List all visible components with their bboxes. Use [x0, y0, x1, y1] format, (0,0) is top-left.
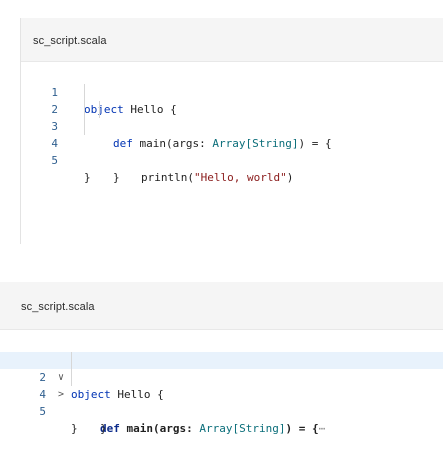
type-name: Array[String] [199, 422, 286, 435]
function-call: println( [141, 171, 194, 184]
code-line-4[interactable]: 4 } [21, 118, 443, 184]
close-brace: } [84, 171, 91, 184]
line-number: 2 [51, 103, 58, 116]
type-name: Array[String] [212, 137, 299, 150]
keyword-def: def [100, 422, 120, 435]
code-line-1[interactable]: 1 ∨ object Hello { [0, 335, 443, 401]
object-name: Hello { [123, 103, 177, 116]
code-line-2-folded[interactable]: 2 > def main(args: Array[String]) = {⋯ [0, 352, 443, 435]
indent-guide [84, 118, 85, 135]
line-number: 4 [51, 137, 58, 150]
close-brace: } [71, 422, 78, 435]
code-line-3[interactable]: 3 println("Hello, world") [21, 101, 443, 184]
paren-close: ) [286, 171, 294, 184]
code-area[interactable]: 1 object Hello { 2 def main(args: Array[… [21, 67, 443, 184]
indent-guide [71, 369, 72, 386]
code-area[interactable]: 1 ∨ object Hello { 2 > def main(args: Ar… [0, 335, 443, 435]
code-line-5[interactable]: 5 } [21, 135, 443, 184]
file-tab-title[interactable]: sc_script.scala [33, 35, 107, 47]
folded-ellipsis-icon[interactable]: ⋯ [318, 422, 326, 435]
code-line-2[interactable]: 2 def main(args: Array[String]) = { [21, 84, 443, 150]
file-tab-title[interactable]: sc_script.scala [21, 301, 95, 313]
code-line-5[interactable]: 5 } [0, 386, 443, 435]
line-number: 5 [51, 154, 58, 167]
close-brace: } [100, 422, 107, 435]
fold-collapsed-icon[interactable]: > [57, 389, 65, 400]
tab-bar: sc_script.scala [21, 18, 443, 62]
tab-bar: sc_script.scala [0, 282, 443, 330]
method-signature-end: ) = { [298, 137, 332, 150]
method-signature: main(args: [119, 422, 200, 435]
line-number: 2 [39, 371, 46, 384]
editor-panel-bottom: sc_script.scala 1 ∨ object Hello { 2 > d… [0, 282, 443, 461]
line-number: 1 [51, 86, 58, 99]
indent-guide [84, 84, 85, 101]
method-signature: main(args: [132, 137, 213, 150]
line-number: 3 [51, 120, 58, 133]
indent-guide [84, 101, 85, 118]
method-signature-end: ) = { [285, 422, 319, 435]
close-brace: } [113, 171, 120, 184]
line-number: 4 [39, 388, 46, 401]
keyword-object: object [71, 388, 111, 401]
keyword-def: def [113, 137, 133, 150]
fold-expanded-icon[interactable]: ∨ [57, 372, 65, 383]
editor-panel-top: sc_script.scala 1 object Hello { 2 def m… [20, 18, 443, 244]
string-literal: "Hello, world" [193, 171, 287, 184]
code-line-1[interactable]: 1 object Hello { [21, 67, 443, 116]
line-number: 5 [39, 405, 46, 418]
keyword-object: object [84, 103, 124, 116]
object-name: Hello { [110, 388, 164, 401]
code-line-4[interactable]: 4 } [0, 369, 443, 435]
indent-guide [99, 101, 100, 118]
indent-guide [71, 352, 72, 369]
